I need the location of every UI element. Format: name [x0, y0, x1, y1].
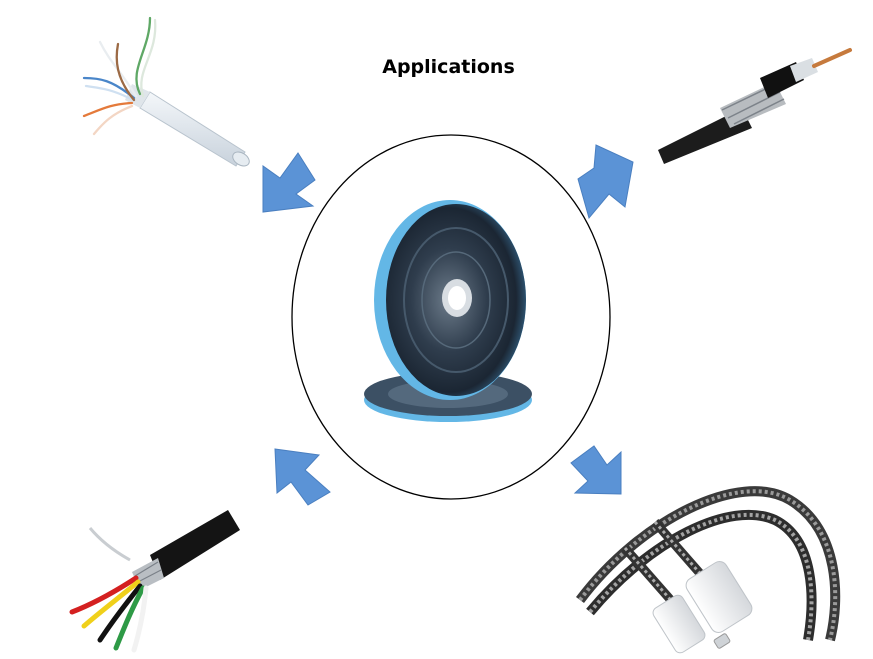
center-ellipse: [291, 134, 611, 500]
shielded-multicore-cable-image: [69, 510, 240, 653]
arrow-bottom-right: [570, 445, 622, 495]
arrow-bottom-left: [274, 448, 331, 506]
foil-tape-reel: [364, 200, 532, 422]
coaxial-cable-image: [658, 48, 852, 164]
lan-cable-image: [82, 16, 250, 167]
arrow-top-left: [262, 152, 316, 213]
arrow-top-right: [577, 144, 634, 220]
page-title: Applications: [382, 56, 515, 78]
metal-braided-usb-cable-image: [576, 486, 841, 654]
